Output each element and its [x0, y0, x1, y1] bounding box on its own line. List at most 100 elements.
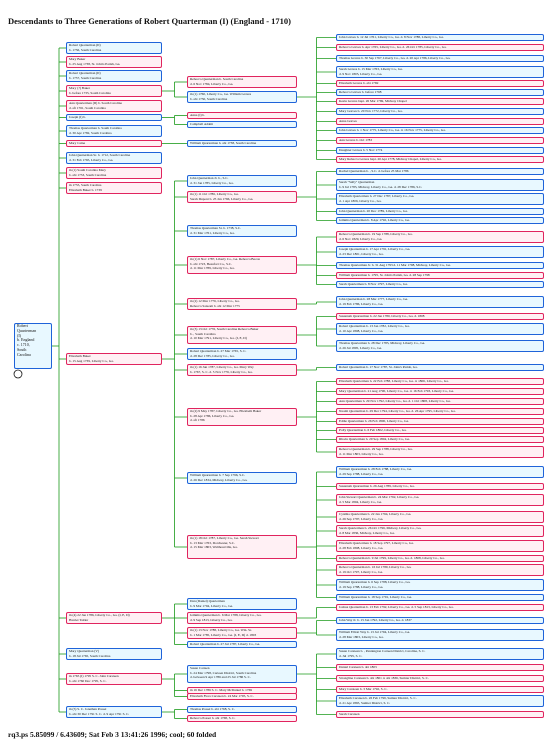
person-box-c6[interactable]: Joseph (I) b.	[66, 114, 162, 121]
person-box-h39[interactable]: John Stewart Quarterman b. 24 Mar 1792, …	[336, 494, 544, 506]
person-box-h11[interactable]: Ann Graves b. Oct 1783	[336, 137, 544, 144]
person-box-h43[interactable]: Rebecca Quarterman b. 9 Jul 1799, Libert…	[336, 555, 544, 562]
person-box-h36[interactable]: Rebecca Quarterman b. 29 Sep 1788, Liber…	[336, 446, 544, 458]
person-box-h51[interactable]: Daniel Carsteen b. abt 1803	[336, 664, 544, 671]
person-box-c9[interactable]: John Quarterman Sr. b. 1712, South Carol…	[66, 152, 162, 164]
person-box-h41[interactable]: Sarah Quarterman b. 26 Oct 1796, Midway,…	[336, 525, 544, 537]
person-box-h27[interactable]: Thomas Quarterman b. 28 Dec 1785, Midway…	[336, 340, 544, 352]
person-box-h23[interactable]: Sarah Quarterman b. 8 Nov 1797, Liberty …	[336, 281, 544, 288]
page-title: Descendants to Three Generations of Robe…	[8, 16, 291, 26]
person-box-h49[interactable]: William Elliott Way b. 13 Jul 1794, Libe…	[336, 629, 544, 641]
person-box-c1[interactable]: Robert Quarterman (II)b. 1736, South Car…	[66, 42, 162, 54]
person-box-c13[interactable]: m (4) 22 Jan 1786, Liberty Co., Ga. (I, …	[66, 612, 162, 624]
person-box-g18[interactable]: Jemima Quarterman b. 6 Mar 1788, Liberty…	[187, 612, 297, 624]
person-box-h53[interactable]: Mary Carsteen b. 3 Mar 1792, S. C.	[336, 686, 544, 693]
person-box-h9[interactable]: Anna Graves	[336, 118, 544, 125]
person-box-h20[interactable]: Joseph Quarterman b. 17 Apr 1791, Libert…	[336, 246, 544, 258]
person-box-h45[interactable]: William Quarterman b. 6 Sep 1788, Libert…	[336, 579, 544, 591]
person-box-g23[interactable]: Elizabeth Flora Carsteen b. 24 Mar 1795,…	[187, 693, 297, 700]
person-box-h3[interactable]: Thomas Graves b. 30 Sep 1767, Liberty Co…	[336, 55, 544, 62]
person-box-h19[interactable]: Rebecca Quarterman b. 19 Sep 1788, Liber…	[336, 231, 544, 243]
person-text-line: m 16 Dec 1786 S. C. Mary McDaniel b. 176…	[190, 688, 252, 692]
person-box-g4[interactable]: Campbell Adahit	[187, 121, 297, 128]
person-box-h54[interactable]: Elizabeth Carsteen b. 26 Feb 1799, Sumte…	[336, 695, 544, 707]
person-box-h44[interactable]: Rebecca Quarterman b. 16 Jul 1789, Liber…	[336, 564, 544, 576]
person-box-h35[interactable]: Rhoda Quarterman b. 20 Sep 1804, Liberty…	[336, 436, 544, 443]
person-box-h10[interactable]: John Graves b. 1 Nov 1775, Liberty Co., …	[336, 127, 544, 134]
person-box-h21[interactable]: Thomas Quarterman Jr. b. 31 Aug 1793 d. …	[336, 262, 544, 269]
person-box-h14[interactable]: Rachel Quarterman b. , S.C. d. before 25…	[336, 168, 544, 175]
person-box-g6[interactable]: John Quarterman Jr. b., S.C.d. 31 Jan 17…	[187, 175, 297, 187]
person-box-h16[interactable]: Elizabeth Quarterman b. 27 Dec 1787, Lib…	[336, 193, 544, 205]
person-box-g5[interactable]: William Quarterman b. abt 1738, South Ca…	[187, 140, 297, 147]
person-box-g2[interactable]: m (1) 1760, Liberty Co., Ga. William Gra…	[187, 91, 297, 103]
person-box-h18[interactable]: Jemima Quarterman b. 8 Apr 1792, Liberty…	[336, 217, 544, 224]
person-box-h25[interactable]: Susannah Quarterman b. 22 Jan 1780, Libe…	[336, 313, 544, 320]
person-text-line: Rachel Quarterman b. , S.C. d. before 25…	[339, 169, 409, 173]
person-box-h40[interactable]: Cynthia Quarterman b. 22 Jan 1794, Liber…	[336, 511, 544, 523]
person-box-h22[interactable]: William Quarterman b. 1795, St. John's P…	[336, 272, 544, 279]
person-box-h24[interactable]: John Quarterman b. 28 Mar 1777, Liberty …	[336, 296, 544, 308]
person-box-h17[interactable]: John Quarterman b. 20 Dec 1789, Liberty …	[336, 208, 544, 215]
person-box-h4[interactable]: Sarah Graves b. 15 Mar 1763, Liberty Co.…	[336, 66, 544, 78]
person-box-h47[interactable]: Joshua Quarterman b. 13 Feb 1792, Libert…	[336, 604, 544, 611]
person-box-h55[interactable]: Sarah Carsteen	[336, 711, 544, 718]
person-box-g24[interactable]: Thomas Posset b. abt 1768, S. C.	[187, 706, 297, 713]
person-box-h42[interactable]: Elizabeth Quarterman b. 18 Sep 1797, Lib…	[336, 540, 544, 552]
person-box-g15[interactable]: William Quarterman b. 7 Sep 1796, S.C.d.…	[187, 472, 297, 484]
person-box-h52[interactable]: Strongline Carsteen b. abt 1801 d. abt 1…	[336, 675, 544, 682]
person-box-g8[interactable]: Thomas Quarterman Sr. b. 1738, S.C.d. 31…	[187, 225, 297, 237]
person-box-c14[interactable]: Mary Quarterman (V)b. 18 Jul 1765, South…	[66, 648, 162, 660]
person-box-g16[interactable]: m (1) 18 Oct 1787, Liberty Co., Ga. Sara…	[187, 535, 297, 559]
person-box-h1[interactable]: John Graves b. 12 Jul 1761, Liberty Co.,…	[336, 34, 544, 41]
person-box-h46[interactable]: William Quarterman b. 18 Sep 1791, Liber…	[336, 594, 544, 601]
person-box-h37[interactable]: William Quarterman b. 28 Feb 1788, Liber…	[336, 466, 544, 478]
person-box-h32[interactable]: Naomi Quarterman b. 29 Dec 1794, Liberty…	[336, 408, 544, 415]
person-box-h6[interactable]: Rebecca Graves b. before 1768	[336, 89, 544, 96]
person-box-g3[interactable]: Anna (I) b.	[187, 112, 297, 119]
person-box-g11[interactable]: m (3) 13 Oct 1776, South Carolina Rebecc…	[187, 326, 297, 344]
person-box-g19[interactable]: m (1) 13 Nov 1788, Liberty Co., Ga. Wm. …	[187, 627, 297, 639]
person-box-h48[interactable]: John Way Jr. b. 15 Jan 1792, Liberty Co.…	[336, 617, 544, 624]
person-box-c3[interactable]: Robert Quarterman (II)b. 1737, South Car…	[66, 70, 162, 82]
person-box-h30[interactable]: Mary Quarterman b. 21 Aug 1790, Liberty …	[336, 388, 544, 395]
person-box-g13[interactable]: m (1) 16 Jun 1787, Liberty Co., Ga. Mary…	[187, 364, 297, 376]
person-box-c8[interactable]: Mary Caine	[66, 140, 162, 147]
person-box-g20[interactable]: Robert Quarterman b. 27 Jul 1787, Libert…	[187, 641, 297, 648]
person-box-g9[interactable]: m (1) 6 Nov 1787, Liberty Co., Ga. Rebec…	[187, 256, 297, 274]
person-box-g12[interactable]: Robert Quarterman b. 27 Mar 1765, S. C.d…	[187, 348, 297, 360]
person-box-h2[interactable]: Rebecca Graves b. Apr 1765, Liberty Co.,…	[336, 44, 544, 51]
person-box-h33[interactable]: Eddie Quarterman b. 26 Feb 1800, Liberty…	[336, 418, 544, 425]
person-box-g14[interactable]: m (2) 9 May 1787, Liberty Co., Ga. Eliza…	[187, 408, 297, 426]
person-box-h50[interactable]: Susan Carsteen b. , Pennington Carteen D…	[336, 648, 544, 660]
person-box-h29[interactable]: Elizabeth Quarterman b. 22 Feb 1788, Lib…	[336, 378, 544, 385]
person-box-g10[interactable]: m (2) 12 Mar 1776, Liberty Co., Ga.Rebec…	[187, 298, 297, 310]
person-box-h13[interactable]: Mary Rebecca Graves bapt. 20 Apr 1778, M…	[336, 156, 544, 163]
person-box-h31[interactable]: Ann Quarterman b. 29 Nov 1792, Liberty C…	[336, 398, 544, 405]
person-box-h7[interactable]: Kezia Graves bapt. 26 Mar 1769, Midway C…	[336, 98, 544, 105]
person-box-g7[interactable]: m (1) 11 Oct 1786, Liberty Co., Ga.Sarah…	[187, 191, 297, 203]
person-box-h8[interactable]: Mary Graves b. 20 Nov 1772, Liberty Co.,…	[336, 108, 544, 115]
person-box-h5[interactable]: Elizabeth Graves b. abt 1769	[336, 80, 544, 87]
person-box-h28[interactable]: Robert Quarterman b. 17 Nov 1787, St. Jo…	[336, 364, 544, 371]
person-box-h26[interactable]: Robert Quarterman b. 13 Jan 1782, Libert…	[336, 323, 544, 335]
person-box-h34[interactable]: Polly Quarterman b. 6 Feb 1802, Liberty …	[336, 427, 544, 434]
person-box-g25[interactable]: Rebecca Posset b. abt 1768, S. C.	[187, 715, 297, 722]
person-box-h12[interactable]: Daughter Graves b. 5 Nov 1774	[336, 147, 544, 154]
person-text-line: Ann Quarterman b. 29 Nov 1792, Liberty C…	[339, 399, 451, 403]
person-box-h38[interactable]: Susannah Quarterman b. 26 Aug 1789, Libe…	[336, 483, 544, 490]
